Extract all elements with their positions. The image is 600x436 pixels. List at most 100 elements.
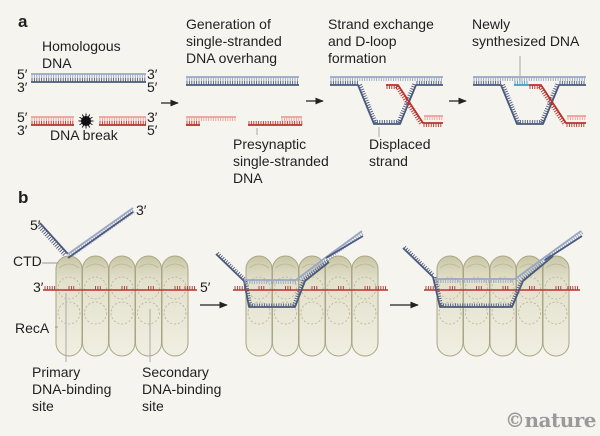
ssdna-3prime-backbone bbox=[325, 235, 364, 259]
binding-site-secondary bbox=[57, 301, 81, 325]
step2-title: Generation of single-stranded DNA overha… bbox=[186, 16, 282, 66]
reca-body bbox=[55, 255, 83, 357]
strand-backbone bbox=[402, 247, 554, 308]
target-dsdna bbox=[233, 286, 388, 291]
end-label-5prime: 5′ bbox=[17, 66, 28, 82]
binding-site-secondary bbox=[110, 301, 134, 325]
reca-ctd-ridge bbox=[164, 263, 186, 269]
ssdna-3prime-backbone bbox=[544, 235, 583, 261]
reca-subunit bbox=[82, 255, 109, 357]
strand-ticks bbox=[36, 223, 67, 256]
reca-body bbox=[161, 255, 189, 357]
reca-ctd-ridge bbox=[85, 263, 106, 269]
reca-ctd-ridge bbox=[492, 263, 514, 269]
break-spike bbox=[89, 116, 93, 120]
invading-partner bbox=[424, 115, 443, 120]
strand-ticks bbox=[330, 81, 442, 125]
homologous-dna-label: Homologous DNA bbox=[42, 38, 121, 71]
binding-site-primary bbox=[465, 276, 488, 300]
homologous-dna-bottom bbox=[31, 78, 146, 83]
binding-site-primary bbox=[438, 276, 462, 300]
dna-break-label: DNA break bbox=[50, 127, 118, 143]
end-label-5prime: 5′ bbox=[147, 122, 158, 138]
reca-body bbox=[325, 255, 352, 357]
reca-subunit bbox=[108, 255, 136, 357]
reca-label: RecA bbox=[15, 320, 50, 336]
binding-site-secondary bbox=[465, 301, 488, 325]
reca-ctd-ridge bbox=[466, 263, 487, 269]
panel-label-a: a bbox=[18, 12, 28, 31]
ssdna-3prime-label: 3′ bbox=[136, 202, 147, 218]
ssdna-overhang-right bbox=[248, 121, 303, 126]
reca-ctd-ridge bbox=[275, 263, 296, 269]
binding-site-secondary bbox=[327, 301, 350, 325]
ssdna-5prime-label: 5′ bbox=[30, 217, 41, 233]
binding-site-secondary bbox=[137, 301, 160, 325]
reca-ctd-ridge bbox=[545, 263, 567, 269]
end-label-5prime: 5′ bbox=[17, 109, 28, 125]
broken-dna-right-top bbox=[99, 116, 147, 121]
binding-site-primary bbox=[247, 276, 271, 300]
strand-backbone bbox=[67, 211, 134, 259]
strand-ticks bbox=[99, 117, 147, 121]
reca-ctd-ridge bbox=[248, 263, 270, 269]
reca-subunit bbox=[161, 255, 189, 357]
dloop-top-strand bbox=[330, 76, 443, 81]
strand-ticks bbox=[99, 121, 147, 125]
reca-subunit bbox=[55, 255, 83, 357]
displaced-strand bbox=[473, 81, 586, 125]
invading-partner bbox=[567, 115, 586, 120]
reca-subunit bbox=[516, 255, 543, 357]
strand-backbone bbox=[435, 230, 582, 280]
dloop-top-strand bbox=[473, 76, 586, 81]
secondary-binding-site-label: Secondary DNA-binding site bbox=[142, 364, 222, 414]
strand-ticks bbox=[31, 121, 74, 125]
nature-credit: ©nature bbox=[504, 408, 597, 432]
end-label-3prime: 3′ bbox=[147, 109, 158, 125]
end-label-3prime: 3′ bbox=[17, 122, 28, 138]
ssdna-duplex-right bbox=[281, 116, 302, 121]
binding-site-secondary bbox=[491, 301, 515, 325]
dna-3prime-label: 3′ bbox=[33, 279, 44, 295]
binding-site-primary bbox=[110, 276, 134, 300]
break-spike bbox=[81, 114, 85, 118]
break-spike bbox=[79, 116, 83, 120]
reca-body bbox=[82, 255, 109, 357]
invading-strand bbox=[386, 84, 443, 127]
binding-site-primary bbox=[163, 276, 187, 300]
end-label-5prime: 5′ bbox=[147, 79, 158, 95]
strand-backbone bbox=[330, 84, 443, 125]
break-spike bbox=[87, 114, 91, 118]
reca-body bbox=[135, 255, 162, 357]
strand-ticks bbox=[186, 77, 298, 81]
broken-dna-left-bottom bbox=[31, 121, 74, 126]
dna-5prime-label: 5′ bbox=[200, 279, 211, 295]
binding-site-secondary bbox=[247, 301, 271, 325]
binding-site-secondary bbox=[544, 301, 568, 325]
strand-ticks bbox=[31, 117, 74, 121]
strand-ticks bbox=[473, 81, 585, 125]
strand-backbone bbox=[473, 84, 586, 125]
binding-site-primary bbox=[274, 276, 297, 300]
end-label-3prime: 3′ bbox=[147, 66, 158, 82]
step4-title: Newly synthesized DNA bbox=[472, 16, 580, 49]
binding-site-primary bbox=[300, 276, 324, 300]
strand-ticks bbox=[186, 121, 200, 125]
binding-site-secondary bbox=[84, 301, 107, 325]
ctd-label: CTD bbox=[13, 253, 42, 269]
reca-ctd-ridge bbox=[354, 263, 376, 269]
break-spike bbox=[87, 124, 91, 128]
dna-break-icon bbox=[78, 113, 94, 129]
reca-subunit bbox=[351, 255, 379, 357]
break-spike bbox=[81, 124, 85, 128]
target-dsdna bbox=[43, 286, 197, 291]
ssdna-duplex-left bbox=[186, 121, 200, 126]
binding-site-secondary bbox=[353, 301, 377, 325]
binding-site-secondary bbox=[300, 301, 324, 325]
strand-ticks bbox=[216, 251, 329, 307]
strand-backbone bbox=[39, 222, 69, 255]
reca-subunit bbox=[325, 255, 352, 357]
homologous-dna-top bbox=[31, 73, 146, 78]
displaced-strand-label: Displaced strand bbox=[369, 136, 431, 169]
